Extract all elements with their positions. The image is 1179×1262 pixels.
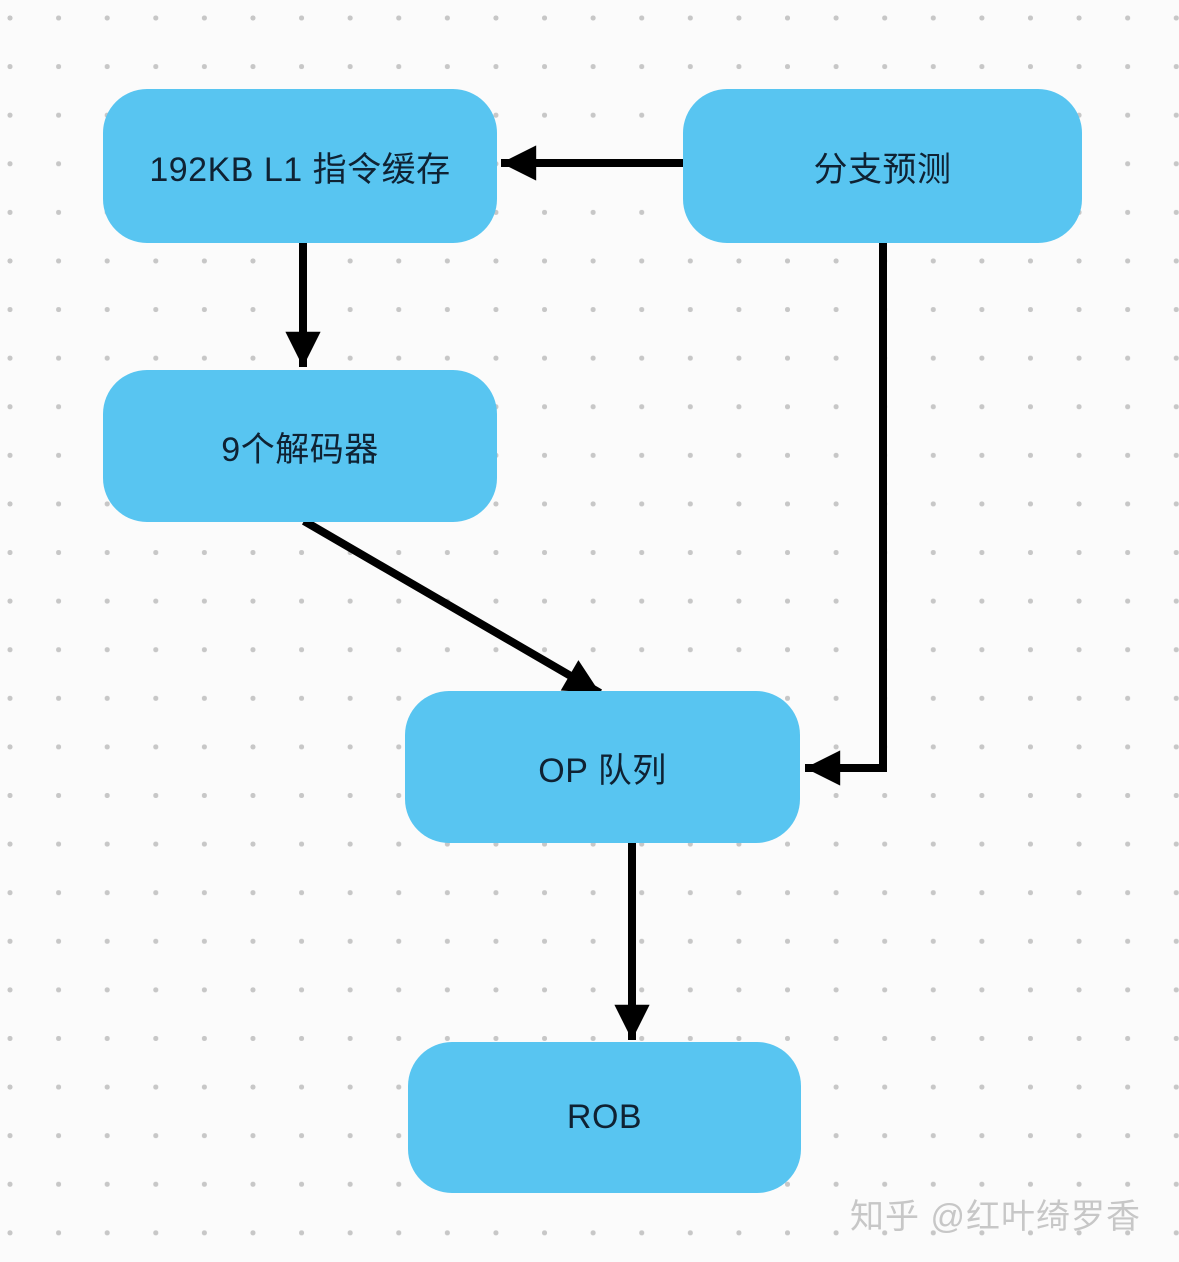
node-rob-label: ROB [566,1098,643,1136]
node-op-queue: OP 队列 [405,691,800,843]
node-decoders: 9个解码器 [103,370,497,522]
node-branch-predict: 分支预测 [683,89,1082,243]
node-rob: ROB [408,1042,801,1193]
node-l1-cache: 192KB L1 指令缓存 [103,89,497,243]
node-branch-predict-label: 分支预测 [813,150,952,189]
node-decoders-label: 9个解码器 [221,430,379,469]
node-l1-cache-label: 192KB L1 指令缓存 [149,150,451,189]
watermark: 知乎 @红叶绮罗香 [850,1198,1141,1236]
edge-branch-predict-to-op-queue [805,243,887,786]
edge-decoders-to-op-queue [301,517,603,697]
node-op-queue-label: OP 队列 [538,751,667,790]
